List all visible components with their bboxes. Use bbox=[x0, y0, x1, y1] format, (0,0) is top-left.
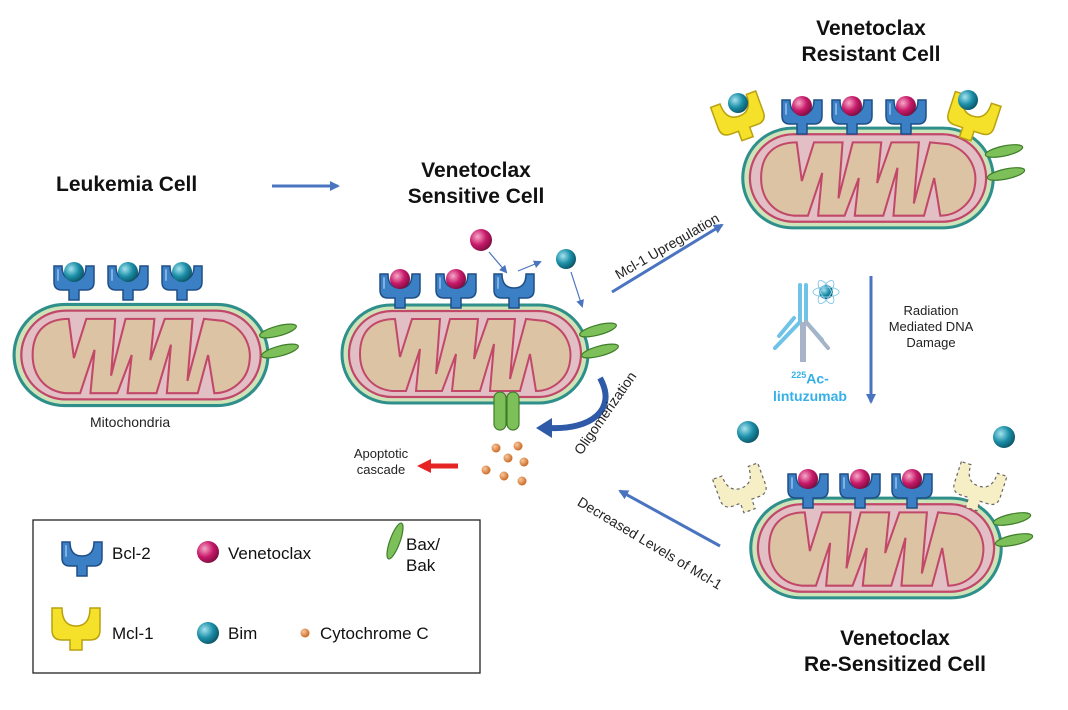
bim-molecule bbox=[118, 262, 138, 282]
radiation-line3: Damage bbox=[906, 334, 956, 350]
sensitive-cell-title-line1: Venetoclax bbox=[421, 159, 531, 182]
cytochrome-c-cluster bbox=[481, 441, 529, 486]
bim-molecule bbox=[556, 249, 576, 269]
cytochrome-c-dot bbox=[513, 441, 523, 451]
oligomerization-arrow bbox=[549, 376, 609, 432]
legend-bcl2-label: Bcl-2 bbox=[112, 544, 151, 563]
arrow-back-to-sensitive bbox=[618, 489, 721, 548]
venetoclax-molecule bbox=[792, 96, 812, 116]
venetoclax-molecule bbox=[798, 469, 818, 489]
venetoclax-molecule bbox=[896, 96, 916, 116]
sensitive-cell-title-line2: Sensitive Cell bbox=[407, 184, 545, 208]
mcl1-receptor-faded bbox=[712, 462, 773, 520]
resistant-cell-title-line2: Resistant Cell bbox=[801, 42, 941, 66]
bax-bak-rod bbox=[983, 141, 1025, 161]
arrow-to-resistant bbox=[611, 223, 724, 294]
bax-bak-rod bbox=[257, 320, 299, 342]
arrow-bim-release bbox=[517, 260, 542, 272]
resistant-cell-title: Venetoclax Resistant Cell bbox=[784, 16, 958, 67]
radiation-line1: Radiation bbox=[903, 303, 959, 318]
bim-molecule bbox=[993, 426, 1015, 448]
arrow-bim-to-bax bbox=[570, 271, 584, 308]
bax-bak-pore bbox=[493, 391, 520, 431]
legend-bax-line: Bax/ bbox=[406, 535, 441, 554]
legend-box bbox=[32, 519, 481, 674]
mitochondria-label: Mitochondria bbox=[90, 414, 171, 430]
radiation-line2: Mediated DNA bbox=[888, 318, 974, 334]
ac-element: Ac- bbox=[806, 370, 829, 387]
cytochrome-c-dot bbox=[519, 457, 529, 467]
radiation-label: Radiation Mediated DNA Damage bbox=[876, 303, 986, 351]
resistant-mitochondrion bbox=[709, 90, 1027, 230]
apoptotic-line1: Apoptotic bbox=[353, 446, 409, 461]
cytochrome-c-dot bbox=[499, 471, 509, 481]
sensitive-mitochondrion bbox=[340, 269, 621, 405]
venetoclax-molecule bbox=[446, 269, 466, 289]
cytochrome-c-dot bbox=[491, 443, 501, 453]
arrow-venetoclax-binding bbox=[488, 251, 508, 274]
resistant-cell-title-line1: Venetoclax bbox=[816, 17, 926, 40]
venetoclax-molecule bbox=[470, 229, 492, 251]
bax-bak-rod bbox=[991, 509, 1033, 529]
sensitive-cell-title: Venetoclax Sensitive Cell bbox=[392, 158, 560, 209]
resensitized-cell-title-line2: Re-Sensitized Cell bbox=[803, 652, 987, 676]
legend-cytochrome-icon bbox=[300, 628, 310, 638]
cytochrome-c-dot bbox=[481, 465, 491, 475]
cytochrome-c-dot bbox=[517, 476, 527, 486]
legend-bim-label: Bim bbox=[228, 624, 258, 643]
cytochrome-c-dot bbox=[503, 453, 513, 463]
bim-molecule bbox=[64, 262, 84, 282]
legend-bak-line: Bak bbox=[406, 556, 436, 576]
bcl2-receptor-empty bbox=[493, 273, 535, 309]
resensitized-mitochondrion bbox=[712, 460, 1035, 600]
antibody-icon bbox=[773, 279, 840, 362]
ac-isotope: 225 bbox=[791, 370, 807, 380]
venetoclax-molecule bbox=[850, 469, 870, 489]
bax-bak-rod bbox=[577, 319, 619, 341]
bim-molecule bbox=[958, 90, 978, 110]
bim-molecule bbox=[728, 93, 748, 113]
bim-molecule bbox=[737, 421, 759, 443]
ac-drug: lintuzumab bbox=[773, 387, 847, 404]
venetoclax-molecule bbox=[390, 269, 410, 289]
apoptotic-cascade-label: Apoptotic cascade bbox=[340, 446, 422, 478]
resensitized-cell-title-line1: Venetoclax bbox=[840, 627, 950, 650]
legend-cytochrome-label: Cytochrome C bbox=[320, 624, 429, 643]
legend-venetoclax-icon bbox=[197, 541, 219, 563]
leukemia-mitochondrion bbox=[12, 262, 301, 408]
venetoclax-molecule bbox=[842, 96, 862, 116]
leukemia-cell-title: Leukemia Cell bbox=[56, 173, 198, 196]
bim-molecule bbox=[172, 262, 192, 282]
legend-mcl1-label: Mcl-1 bbox=[112, 624, 154, 643]
legend-venetoclax-label: Venetoclax bbox=[228, 544, 312, 563]
ac-lintuzumab-label: 225Ac- lintuzumab bbox=[768, 370, 852, 405]
apoptotic-line2: cascade bbox=[356, 461, 406, 477]
resensitized-cell-title: Venetoclax Re-Sensitized Cell bbox=[790, 626, 1000, 677]
venetoclax-molecule bbox=[902, 469, 922, 489]
legend-bax-bak-label: Bax/ Bak bbox=[406, 534, 440, 577]
legend-bim-icon bbox=[197, 622, 219, 644]
